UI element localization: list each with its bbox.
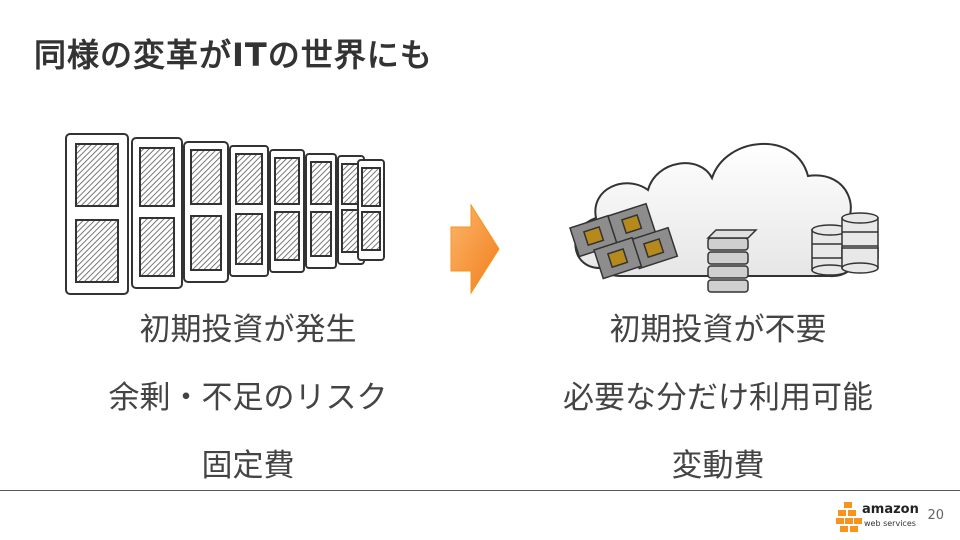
left-point-2: 余剰・不足のリスク — [108, 380, 388, 416]
right-point-2: 必要な分だけ利用可能 — [563, 380, 873, 416]
footer-divider — [0, 490, 960, 491]
aws-logo-sub: web services — [864, 519, 916, 528]
left-point-3: 固定費 — [201, 448, 295, 484]
aws-boxes-icon — [836, 502, 862, 532]
server-rack-illustration — [65, 133, 385, 295]
left-points: 初期投資が発生 余剰・不足のリスク 固定費 — [48, 296, 448, 500]
left-point-1: 初期投資が発生 — [139, 312, 357, 348]
aws-logo-name: amazon — [862, 502, 919, 517]
page-number: 20 — [927, 508, 944, 523]
slide-title: 同様の変革がITの世界にも — [34, 36, 433, 74]
right-points: 初期投資が不要 必要な分だけ利用可能 変動費 — [518, 296, 918, 500]
aws-logo: amazon web services — [836, 500, 920, 534]
cloud-illustration — [569, 142, 879, 293]
right-point-3: 変動費 — [671, 448, 765, 484]
right-arrow-icon — [450, 203, 500, 295]
right-point-1: 初期投資が不要 — [609, 312, 827, 348]
